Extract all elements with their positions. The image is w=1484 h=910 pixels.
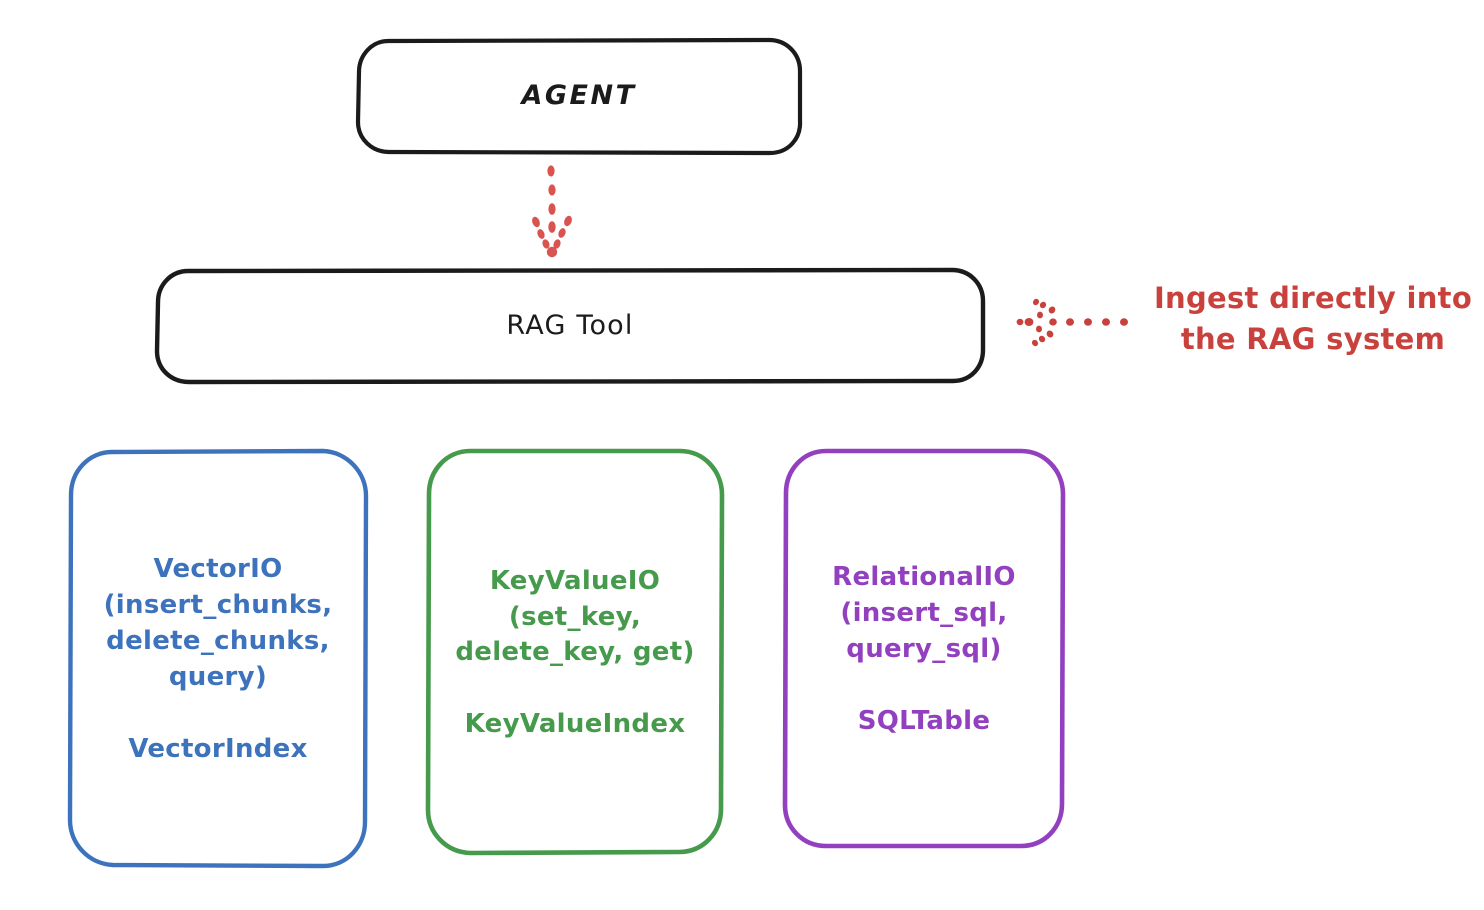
vector-index-label: VectorIndex	[128, 733, 308, 764]
rag-tool-node[interactable]: RAG Tool	[157, 270, 983, 382]
keyvalue-io-node[interactable]: KeyValueIO (set_key, delete_key, get) Ke…	[428, 450, 722, 853]
agent-label: AGENT	[521, 80, 637, 112]
relational-io-node[interactable]: RelationalIO (insert_sql, query_sql) SQL…	[785, 450, 1063, 846]
relational-io-label: RelationalIO (insert_sql, query_sql)	[832, 562, 1016, 664]
agent-node[interactable]: AGENT	[358, 40, 800, 153]
rag-tool-label: RAG Tool	[506, 309, 634, 341]
keyvalue-index-label: KeyValueIndex	[464, 709, 686, 740]
vector-io-label: VectorIO (insert_chunks, delete_chunks, …	[103, 554, 333, 692]
vector-io-box-outline	[67, 448, 369, 869]
rag-tool-box-outline	[154, 267, 986, 385]
vector-io-node[interactable]: VectorIO (insert_chunks, delete_chunks, …	[70, 450, 366, 866]
ingest-annotation-text: Ingest directly into the RAG system	[1153, 281, 1473, 357]
relational-io-box-outline	[782, 448, 1066, 849]
ingest-arrow	[1016, 298, 1128, 347]
agent-box-outline	[355, 37, 803, 156]
agent-to-rag-tool-arrow	[532, 165, 572, 258]
keyvalue-io-box-outline	[425, 448, 725, 856]
keyvalue-io-label: KeyValueIO (set_key, delete_key, get)	[455, 565, 695, 668]
sql-table-label: SQLTable	[857, 705, 991, 736]
